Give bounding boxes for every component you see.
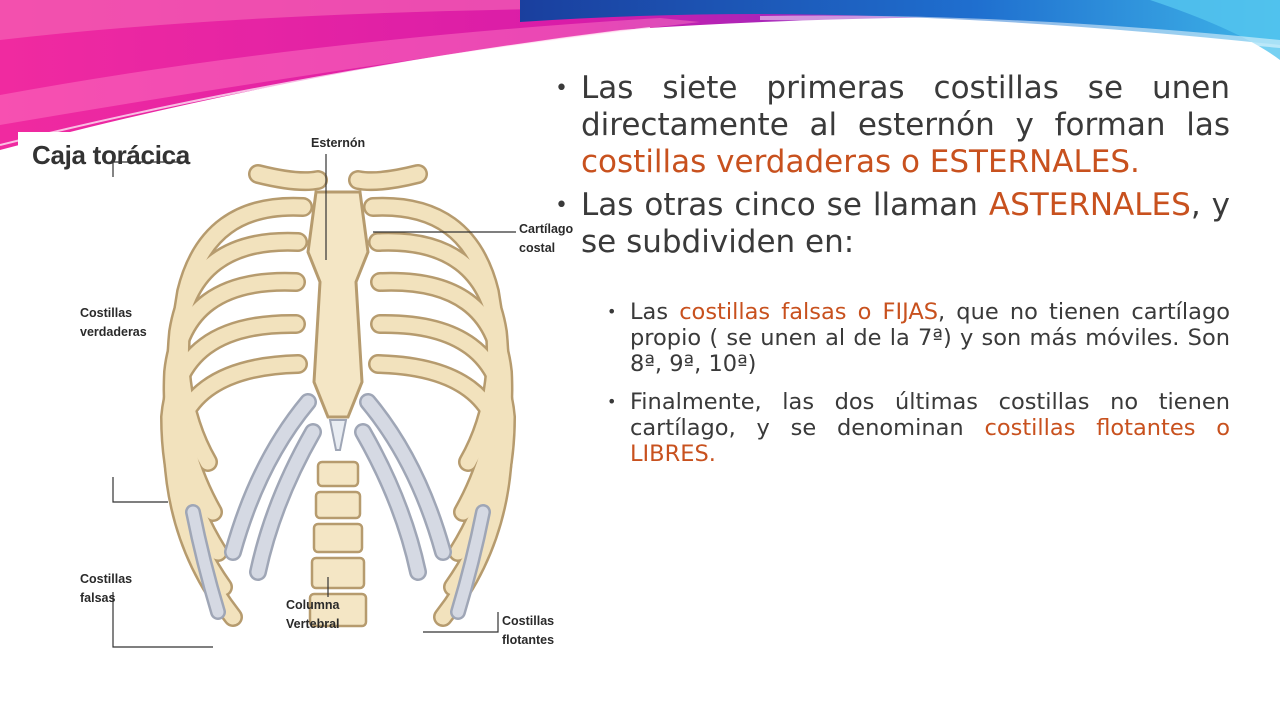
label-costillas-falsas: Costillas falsas — [80, 570, 132, 608]
label-costillas-flotantes: Costillas flotantes — [502, 612, 554, 650]
label-costillas-verdaderas: Costillas verdaderas — [80, 304, 147, 342]
slide-text: Las siete primeras costillas se unen dir… — [555, 70, 1230, 467]
bullet-highlight: costillas falsas o FIJAS — [679, 299, 939, 325]
sub-bullet-falsas: Las costillas falsas o FIJAS, que no tie… — [555, 299, 1230, 377]
label-line: Costillas — [502, 614, 555, 628]
label-line: Costillas — [80, 572, 133, 586]
label-line: Costillas — [80, 306, 133, 320]
label-line: costal — [519, 241, 556, 255]
label-line: verdaderas — [80, 325, 147, 339]
label-esternon: Esternón — [311, 136, 366, 150]
label-line: falsas — [80, 591, 116, 605]
sub-bullet-flotantes: Finalmente, las dos últimas costillas no… — [555, 389, 1230, 467]
bullet-highlight: costillas verdaderas o ESTERNALES. — [581, 144, 1140, 180]
sub-bullet-list: Las costillas falsas o FIJAS, que no tie… — [555, 299, 1230, 467]
decorative-banner — [0, 0, 1280, 150]
figure-title: Caja torácica — [32, 140, 190, 170]
rib-cage-figure: Caja torácica Esternón Cartílago costal … — [18, 132, 580, 660]
bullet-text: Las otras cinco se llaman — [581, 187, 989, 223]
label-line: flotantes — [502, 633, 555, 647]
bullet-text: , que no tienen cartílago propio ( se un… — [630, 299, 1230, 377]
bullet-highlight: costillas flotantes o LIBRES. — [630, 415, 1230, 467]
label-columna-vertebral: Columna Vertebral — [286, 596, 340, 634]
bullet-highlight: ASTERNALES — [988, 187, 1191, 223]
bullet-text: Finalmente, las dos últimas costillas no… — [630, 389, 1230, 441]
label-line: Columna — [286, 598, 340, 612]
rib-cage-illustration — [112, 154, 517, 648]
bullet-costillas-verdaderas: Las siete primeras costillas se unen dir… — [555, 70, 1230, 181]
bullet-text: , y se subdividen en: — [581, 187, 1230, 260]
bullet-asternales: Las otras cinco se llaman ASTERNALES, y … — [555, 187, 1230, 261]
bullet-text: Las — [630, 299, 680, 325]
label-line: Vertebral — [286, 617, 340, 631]
bullet-text: Las siete primeras costillas se unen dir… — [581, 70, 1230, 143]
main-bullet-list: Las siete primeras costillas se unen dir… — [555, 70, 1230, 261]
